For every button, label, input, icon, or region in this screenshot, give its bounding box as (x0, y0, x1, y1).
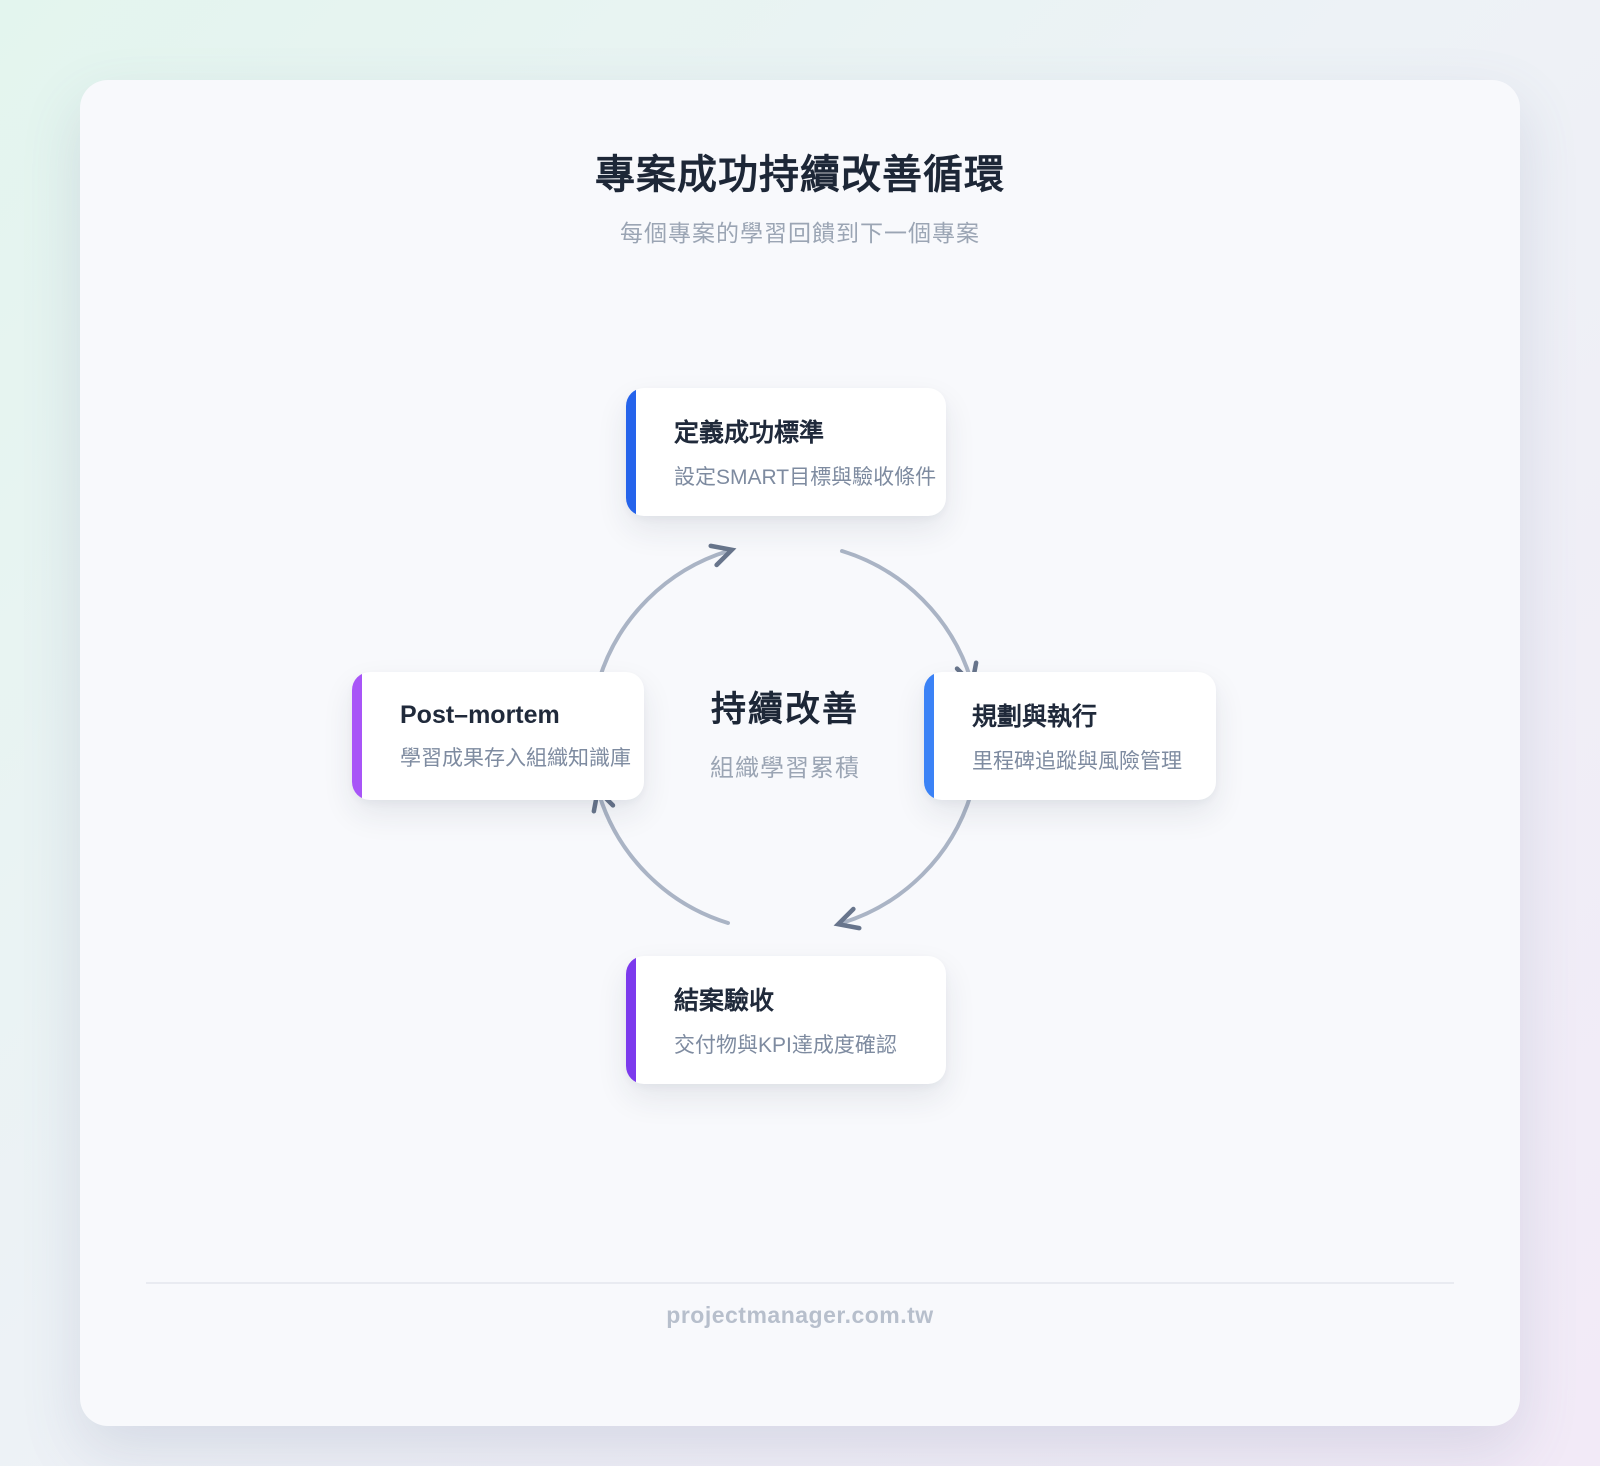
card-subtitle: 設定SMART目標與驗收條件 (674, 466, 937, 489)
card-accent-bar (924, 672, 934, 800)
center-subtitle: 組織學習累積 (710, 755, 860, 782)
center-title: 持續改善 (710, 690, 859, 729)
card-accent-bar (626, 388, 636, 516)
page-title: 專案成功持續改善循環 (595, 153, 1005, 197)
cycle-center-label: 持續改善 組織學習累積 (585, 681, 985, 783)
card-subtitle: 學習成果存入組織知識庫 (400, 746, 631, 770)
card-subtitle: 里程碑追蹤與風險管理 (972, 750, 1182, 773)
step-card-closure-acceptance: 結案驗收 交付物與KPI達成度確認 (626, 956, 946, 1084)
arrow-bottom-to-left (591, 785, 730, 925)
arrow-left-to-top (597, 543, 737, 682)
main-panel: 專案成功持續改善循環 每個專案的學習回饋到下一個專案 定義成功標準 設定SMAR… (80, 80, 1520, 1426)
card-title: 結案驗收 (674, 987, 775, 1015)
footer-domain: projectmanager.com.tw (666, 1302, 934, 1328)
card-accent-bar (352, 672, 362, 800)
step-card-plan-execute: 規劃與執行 里程碑追蹤與風險管理 (924, 672, 1216, 800)
card-title: 規劃與執行 (972, 703, 1098, 731)
cycle-arrows (591, 543, 979, 931)
card-subtitle: 交付物與KPI達成度確認 (674, 1034, 897, 1057)
card-title: 定義成功標準 (674, 419, 825, 447)
arrow-top-to-right (840, 549, 979, 689)
step-card-post-mortem: Post–mortem 學習成果存入組織知識庫 (352, 672, 644, 800)
arrow-right-to-bottom (833, 792, 973, 931)
page-subtitle: 每個專案的學習回饋到下一個專案 (620, 220, 980, 246)
footer-divider (146, 1282, 1454, 1284)
cycle-diagram: 定義成功標準 設定SMART目標與驗收條件 規劃與執行 里程碑追蹤與風險管理 結… (80, 80, 1520, 1426)
card-accent-bar (626, 956, 636, 1084)
card-title: Post–mortem (400, 700, 560, 729)
step-card-define-success: 定義成功標準 設定SMART目標與驗收條件 (626, 388, 946, 516)
